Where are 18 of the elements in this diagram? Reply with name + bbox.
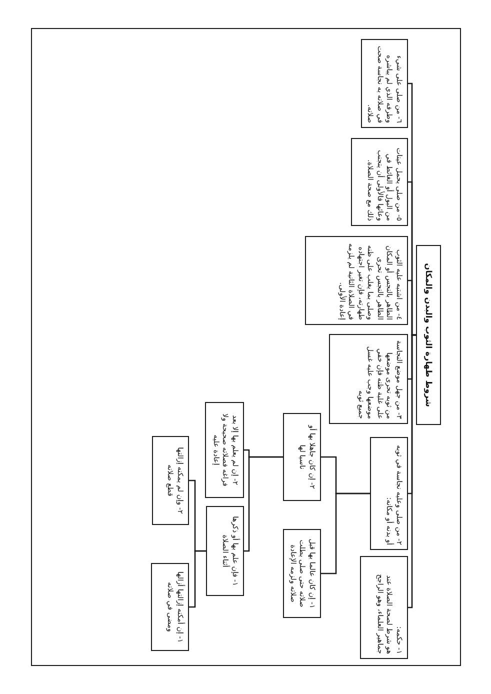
text-box — [283, 529, 321, 618]
text-box — [152, 436, 189, 525]
text-box — [283, 413, 321, 501]
text-box — [361, 39, 408, 128]
text-box — [370, 437, 408, 550]
text-box — [151, 563, 189, 651]
text-box — [205, 402, 244, 498]
title-box — [416, 245, 441, 425]
text-box — [305, 236, 408, 325]
connector-line — [189, 480, 206, 552]
text-box — [329, 334, 408, 424]
text-box — [360, 556, 408, 659]
title-text: شروط طهارة الثوب والبدن والمكان — [423, 262, 434, 409]
text-box — [351, 138, 408, 226]
text-box — [206, 506, 244, 596]
connector-line — [321, 456, 370, 494]
connector-line — [244, 449, 283, 458]
connector-line — [408, 82, 416, 336]
